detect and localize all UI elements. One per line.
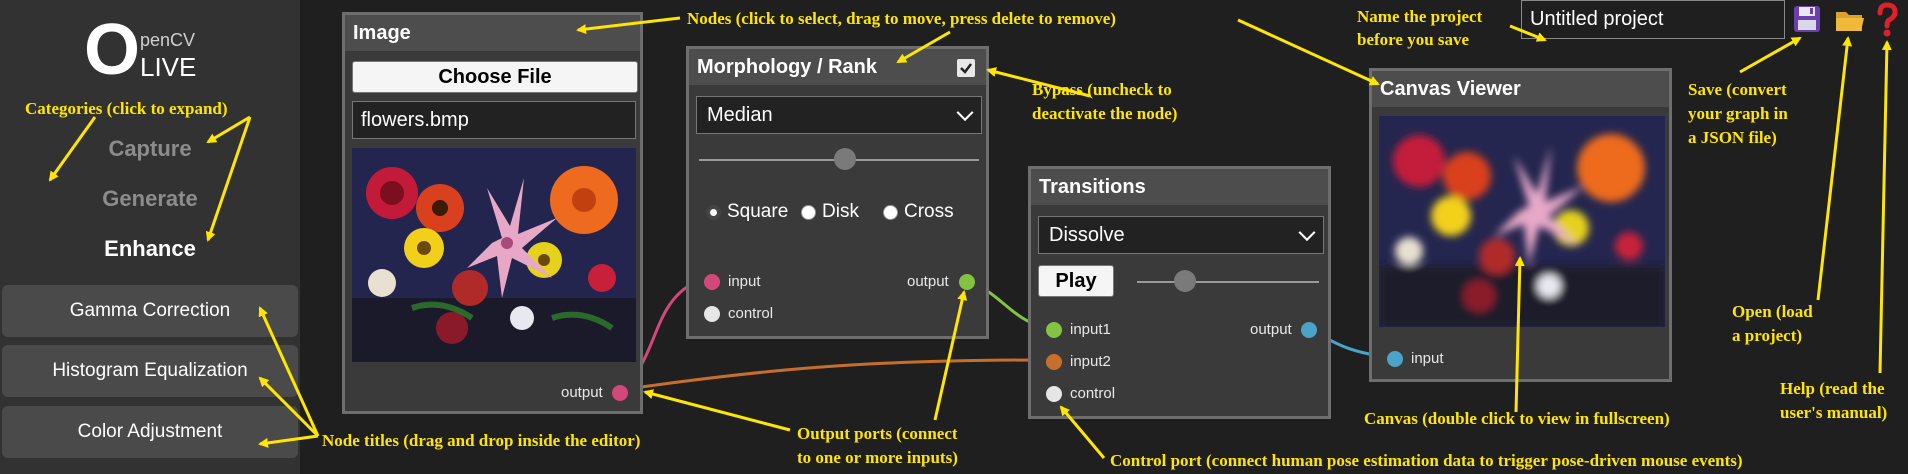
category-capture[interactable]: Capture [108,136,192,161]
transitions-node-title[interactable]: Transitions [1031,169,1328,205]
annotation-nodes: Nodes (click to select, drag to move, pr… [687,9,1116,28]
annotation-open-1: Open (load [1732,302,1813,321]
link-image-to-transitions [619,358,1041,392]
radio-square-label: Square [727,201,789,222]
help-button[interactable] [1872,2,1902,38]
choose-file-button[interactable]: Choose File [352,61,638,93]
transitions-input2-label: input2 [1070,353,1111,370]
annotation-help-2: user's manual) [1780,403,1888,422]
annotation-control-port: Control port (connect human pose estimat… [1110,451,1743,470]
category-enhance[interactable]: Enhance [104,236,196,261]
canvas-input-label: input [1411,350,1444,367]
annotation-bypass-1: Bypass (uncheck to [1032,80,1172,99]
open-button[interactable] [1834,6,1866,34]
transitions-node[interactable]: Transitions Dissolve Play input1 input2 … [1028,166,1331,419]
transitions-slider[interactable] [1137,281,1319,283]
radio-disk-label: Disk [822,201,859,222]
transitions-select-value: Dissolve [1049,223,1125,246]
transitions-control-label: control [1070,385,1116,402]
annotation-output-ports-1: Output ports (connect [797,424,958,443]
image-output-port[interactable] [612,385,628,401]
save-button[interactable] [1792,4,1822,34]
image-node[interactable]: Image Choose File flowers.bmp o [342,12,643,414]
play-button[interactable]: Play [1038,265,1114,297]
node-title-histogram-equalization[interactable]: Histogram Equalization [2,345,298,397]
folder-icon [1836,12,1864,31]
annotation-open-2: a project) [1732,326,1803,345]
image-output-label: output [561,384,603,401]
transitions-select[interactable]: Dissolve [1038,216,1324,254]
annotation-name-project-1: Name the project [1357,7,1483,26]
filename-field[interactable]: flowers.bmp [352,101,636,139]
radio-disk-button[interactable] [801,204,816,220]
radio-square[interactable]: Square [706,201,788,223]
morphology-output-port[interactable] [959,274,975,290]
annotation-output-ports-2: to one or more inputs) [797,448,958,467]
transitions-output-label: output [1250,321,1292,338]
image-node-title[interactable]: Image [345,15,640,51]
morphology-input-port[interactable] [704,274,720,290]
logo-pencv: penCV [140,30,196,50]
morphology-select[interactable]: Median [696,96,982,134]
morphology-control-port[interactable] [704,306,720,322]
transitions-input1-label: input1 [1070,321,1111,338]
floppy-disk-icon [1794,6,1820,32]
image-preview [352,148,636,362]
canvas-display[interactable] [1379,116,1665,327]
logo-letter-o: O [84,10,141,90]
annotation-canvas: Canvas (double click to view in fullscre… [1364,409,1670,428]
transitions-control-port[interactable] [1046,386,1062,402]
transitions-slider-thumb[interactable] [1174,270,1196,292]
morphology-select-value: Median [707,103,773,126]
category-generate[interactable]: Generate [102,186,198,211]
annotation-help-1: Help (read the [1780,379,1885,398]
radio-cross-label: Cross [904,201,954,222]
radio-disk[interactable]: Disk [801,201,859,223]
canvas-input-port[interactable] [1387,351,1403,367]
checkmark-icon [960,63,972,74]
bypass-checkbox[interactable] [957,59,975,77]
transitions-output-port[interactable] [1301,322,1317,338]
flowers-image [352,148,636,362]
annotation-bypass-2: deactivate the node) [1032,104,1178,123]
transitions-input1-port[interactable] [1046,322,1062,338]
annotation-save-1: Save (convert [1688,80,1787,99]
canvas-image [1379,116,1665,327]
morphology-control-label: control [728,305,774,322]
morphology-input-label: input [728,273,761,290]
annotation-node-titles: Node titles (drag and drop inside the ed… [322,431,641,450]
annotation-save-3: a JSON file) [1688,128,1777,147]
radio-cross-button[interactable] [883,204,898,220]
canvas-viewer-title[interactable]: Canvas Viewer [1372,71,1669,107]
sidebar: O penCV LIVE Capture Generate Enhance Ga… [0,0,300,474]
morphology-output-label: output [907,273,949,290]
annotation-categories: Categories (click to expand) [25,99,228,118]
morphology-node-title[interactable]: Morphology / Rank [689,49,986,85]
logo-live: LIVE [140,52,197,82]
annotation-save-2: your graph in [1688,104,1788,123]
node-title-color-adjustment[interactable]: Color Adjustment [2,406,298,458]
transitions-input2-port[interactable] [1046,354,1062,370]
annotation-name-project-2: before you save [1357,30,1470,49]
morphology-node[interactable]: Morphology / Rank Median Square Disk Cro… [686,46,989,339]
node-title-gamma-correction[interactable]: Gamma Correction [2,285,298,337]
question-mark-icon [1877,2,1898,37]
radio-cross[interactable]: Cross [883,201,954,223]
radio-square-button[interactable] [706,204,721,220]
morphology-slider-thumb[interactable] [834,148,856,170]
canvas-viewer-node[interactable]: Canvas Viewer input [1369,68,1672,382]
project-name-input[interactable]: Untitled project [1521,0,1785,39]
